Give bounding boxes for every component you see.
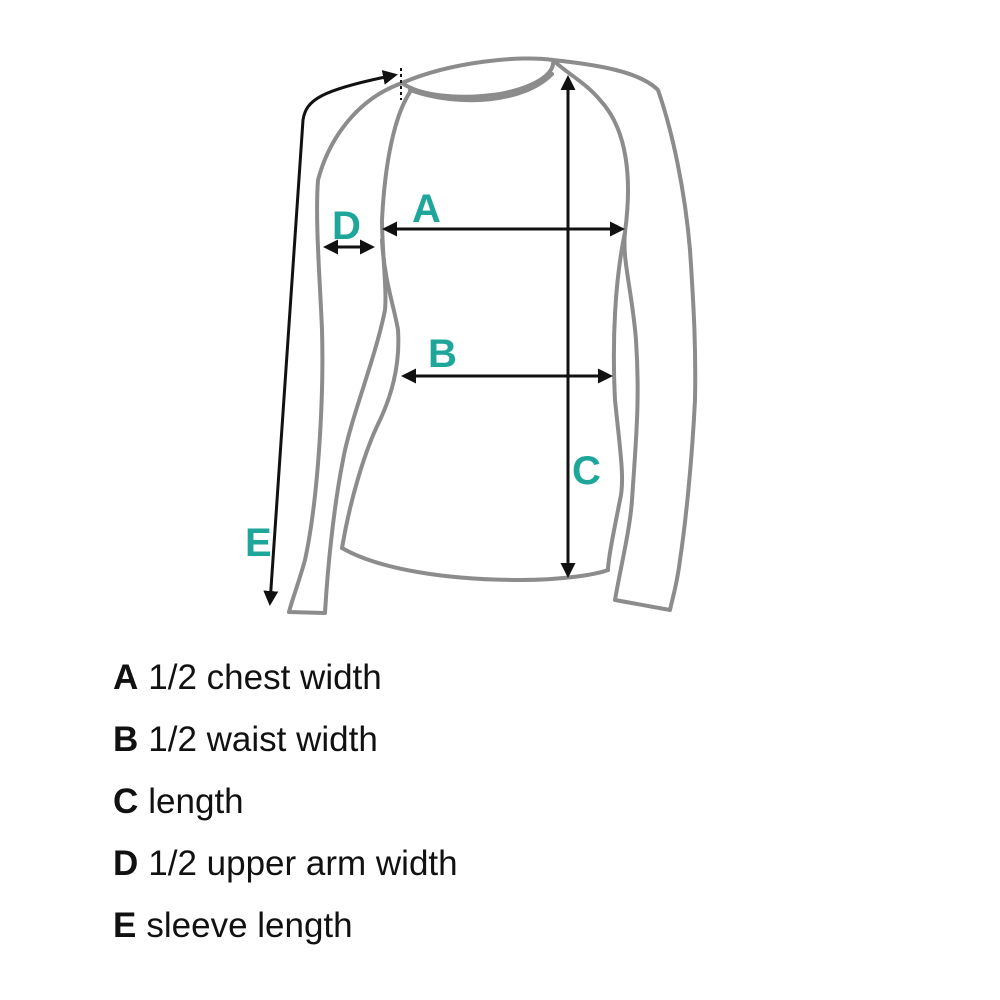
legend-key: D xyxy=(113,844,139,883)
marker-a: A xyxy=(412,187,441,231)
legend-text: 1/2 upper arm width xyxy=(148,844,458,883)
left-sleeve xyxy=(287,81,412,615)
legend-text: length xyxy=(148,782,244,821)
marker-d: D xyxy=(332,204,361,248)
marker-b: B xyxy=(428,332,457,376)
legend-key: B xyxy=(113,720,139,759)
marker-e: E xyxy=(245,521,272,565)
measurement-arrows xyxy=(263,68,625,606)
sleeve-length-arrow xyxy=(263,70,398,606)
markers: A B C D E xyxy=(245,187,601,565)
legend-text: 1/2 waist width xyxy=(148,720,378,759)
legend-text: sleeve length xyxy=(146,906,353,945)
legend-key: A xyxy=(113,658,139,697)
legend-key: C xyxy=(113,782,139,821)
torso-right xyxy=(606,230,627,572)
collar xyxy=(400,56,556,99)
legend-text: 1/2 chest width xyxy=(148,658,382,697)
shirt-measurement-diagram: A B C D E xyxy=(245,56,698,615)
legend-key: E xyxy=(113,906,137,945)
torso-left xyxy=(340,238,401,550)
collar-inner xyxy=(408,72,554,103)
marker-c: C xyxy=(572,449,601,493)
shirt-outline xyxy=(287,56,698,615)
right-sleeve xyxy=(551,58,698,612)
